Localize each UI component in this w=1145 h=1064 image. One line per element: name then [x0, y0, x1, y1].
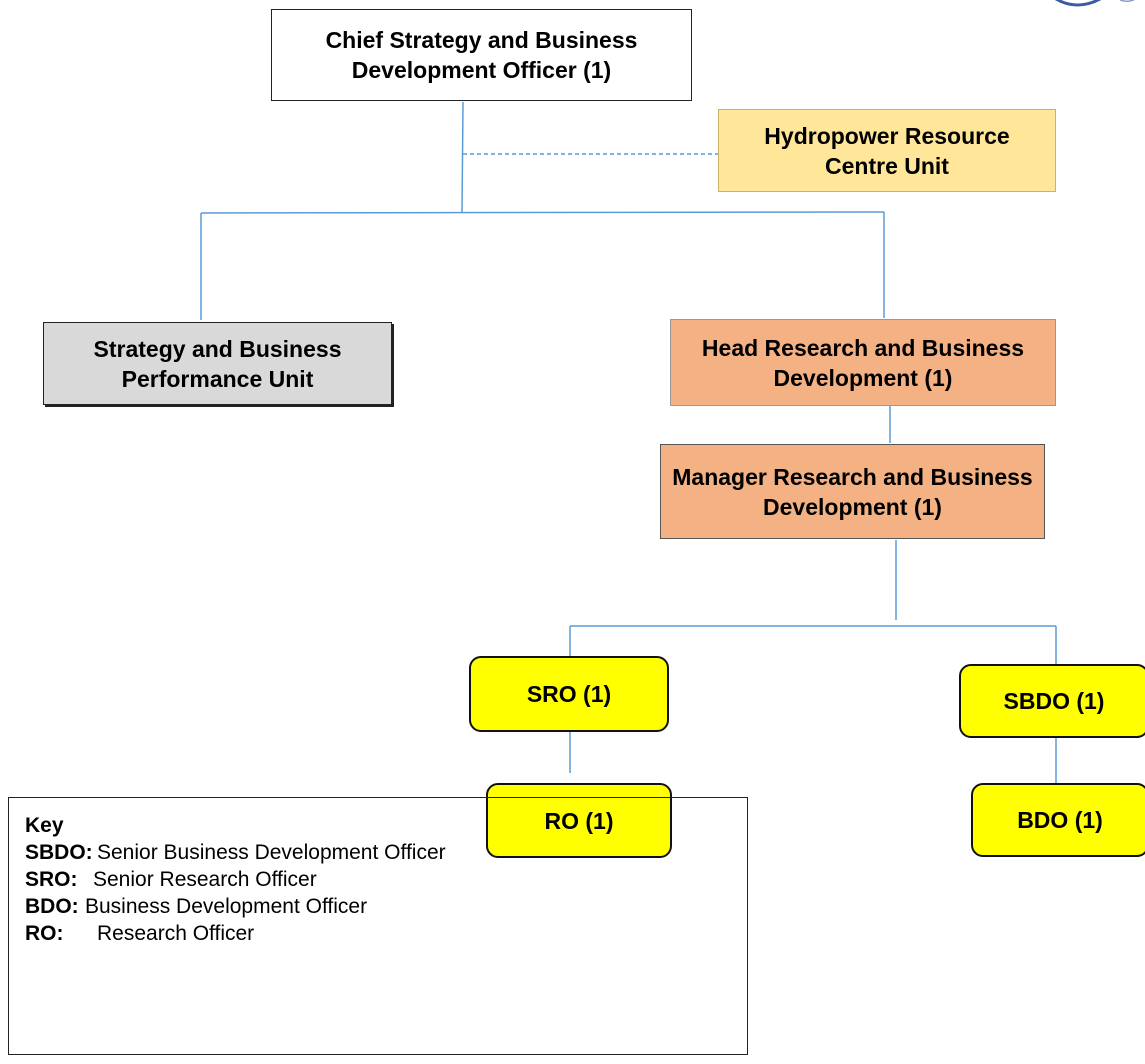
key-definition: Senior Business Development Officer [97, 841, 446, 864]
key-abbr: BDO: [25, 895, 79, 918]
node-hydropower-label: Hydropower Resource Centre Unit [764, 122, 1010, 179]
node-sbdo: SBDO (1) [959, 664, 1145, 738]
key-definition: Business Development Officer [85, 895, 368, 918]
key-legend: Key SBDO: Senior Business Development Of… [8, 797, 748, 1055]
node-head-label: Head Research and Business Development (… [701, 334, 1025, 391]
key-abbr: SBDO: [25, 841, 93, 864]
node-ro: RO (1) [486, 783, 672, 858]
node-bdo-label: BDO (1) [1017, 807, 1103, 833]
node-manager-label: Manager Research and Business Developmen… [672, 463, 1033, 520]
node-chief: Chief Strategy and Business Development … [271, 9, 692, 101]
logo-icon [1055, 0, 1135, 7]
key-entry: SRO: Senior Research Officer [25, 866, 747, 893]
node-sro-label: SRO (1) [526, 681, 612, 707]
node-strategy-unit: Strategy and Business Performance Unit [43, 322, 392, 405]
key-abbr: SRO: [25, 868, 78, 891]
key-title: Key [25, 814, 64, 837]
key-entry: SBDO: Senior Business Development Office… [25, 839, 747, 866]
connector-chief-down [461, 101, 464, 213]
node-hydropower-unit: Hydropower Resource Centre Unit [718, 109, 1056, 192]
key-entry: BDO: Business Development Officer [25, 893, 747, 920]
node-chief-label: Chief Strategy and Business Development … [325, 27, 638, 83]
node-strategy-label: Strategy and Business Performance Unit [93, 335, 342, 392]
node-ro-label: RO (1) [544, 807, 614, 834]
node-head-research: Head Research and Business Development (… [670, 319, 1056, 406]
key-definition: Research Officer [97, 922, 255, 945]
key-abbr: RO: [25, 922, 64, 945]
node-sro: SRO (1) [469, 656, 669, 732]
key-definition: Senior Research Officer [93, 868, 317, 891]
connector-top-bus [200, 211, 885, 214]
node-sbdo-label: SBDO (1) [1003, 688, 1105, 714]
node-manager-research: Manager Research and Business Developmen… [660, 444, 1045, 539]
key-entry: RO: Research Officer [25, 920, 747, 947]
node-bdo: BDO (1) [971, 783, 1145, 857]
